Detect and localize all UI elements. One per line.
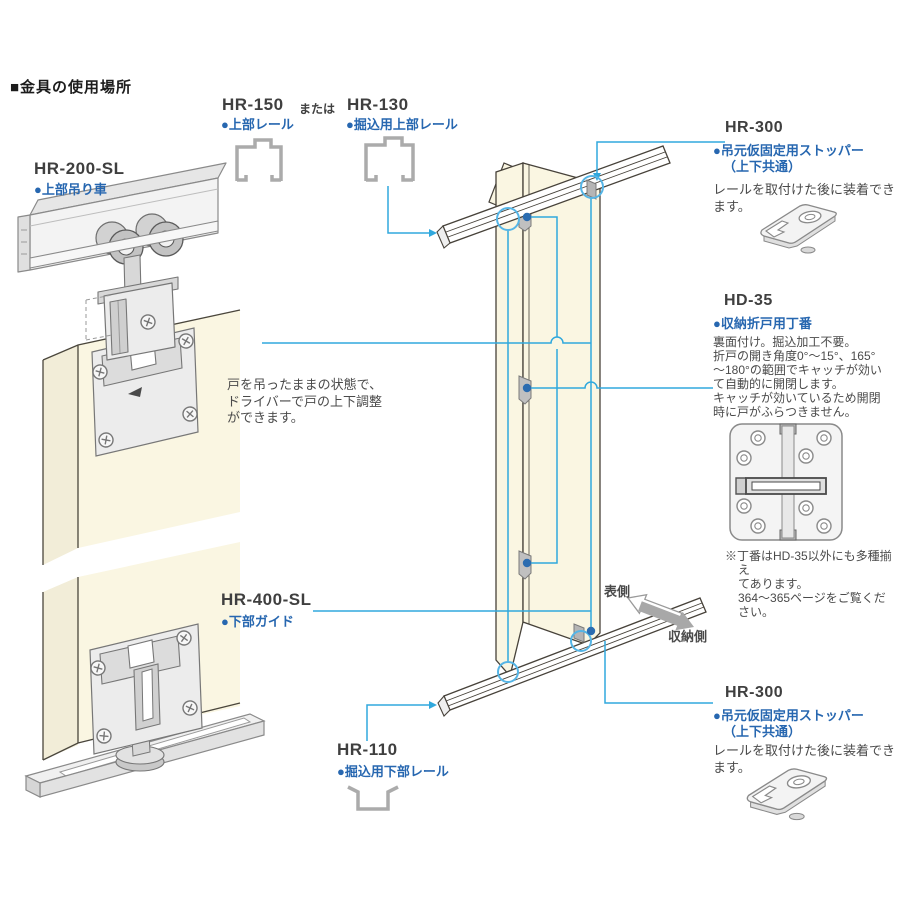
direction-arrows	[626, 593, 694, 631]
label-storage-side: 収納側	[668, 629, 708, 644]
label-hr130-name: ●掘込用上部レール	[346, 117, 458, 132]
label-hr300-top-name2: （上下共通）	[723, 159, 802, 174]
folding-door-illustration	[488, 162, 601, 678]
leader-trolley-note	[262, 336, 591, 344]
label-hr400sl-name: ●下部ガイド	[221, 614, 294, 629]
label-hr400sl-code: HR-400-SL	[221, 590, 312, 609]
upper-rail-center	[436, 145, 671, 249]
hinge-dot-icon	[522, 558, 532, 568]
note-hd35: 裏面付け。掘込加工不要。 折戸の開き角度0°～15°、165° ～180°の範囲…	[713, 335, 882, 419]
label-hr300-bottom-name: ●吊元仮固定用ストッパー	[713, 708, 864, 723]
label-hr110-code: HR-110	[337, 740, 398, 759]
bottom-stopper-circle	[570, 630, 592, 652]
hanger-mounting-plate	[90, 327, 201, 457]
trolley-position-circle	[496, 207, 520, 231]
label-hr200sl-name: ●上部吊り車	[34, 182, 107, 197]
label-hd35-name: ●収納折戸用丁番	[713, 316, 812, 331]
hd35-hinge-icon	[729, 423, 843, 541]
top-stopper-circle	[580, 175, 604, 199]
hr110-rail-profile-icon	[347, 785, 399, 811]
label-hr300-top-code: HR-300	[725, 119, 784, 136]
label-hr300-top-name: ●吊元仮固定用ストッパー	[713, 143, 864, 158]
door-front-panel	[522, 162, 601, 646]
leader-hr300-top	[596, 141, 725, 173]
hr150-rail-profile-icon	[235, 138, 283, 182]
hr130-rail-profile-icon	[364, 136, 415, 182]
hinge-dot-icon	[522, 383, 532, 393]
door-rear-panel	[495, 162, 524, 678]
leader-hr130	[387, 186, 429, 234]
leader-lines	[262, 141, 725, 741]
label-hr150-name: ●上部レール	[221, 117, 294, 132]
note-hr300-top: レールを取付けた後に装着でき ます。	[713, 182, 896, 214]
hr300-stopper-icon-bottom	[746, 768, 828, 821]
label-hr300-bottom-code: HR-300	[725, 684, 784, 701]
label-hr150-code: HR-150	[222, 95, 284, 114]
hinge-dots	[522, 212, 596, 636]
highlight-circles	[496, 175, 604, 683]
hinge-dot-icon	[522, 212, 532, 222]
footnote-hd35: ※丁番はHD-35以外にも多種揃え てあります。 364～365ページをご覧くだ…	[725, 549, 892, 619]
label-hr200sl-code: HR-200-SL	[34, 159, 125, 178]
label-or: または	[299, 102, 336, 116]
upper-trolley-illustration	[17, 162, 227, 361]
rail-end-cap	[437, 694, 451, 717]
leader-hr110	[366, 704, 429, 741]
label-front-side: 表側	[604, 584, 631, 599]
guide-dot-icon	[586, 626, 596, 636]
leader-hr300-bottom	[604, 641, 713, 704]
label-hr130-code: HR-130	[347, 95, 409, 114]
bottom-left-circle	[497, 661, 519, 683]
adjust-arrow-icon	[128, 387, 142, 397]
label-hd35-code: HD-35	[724, 292, 773, 309]
rail-end-cap	[436, 225, 451, 249]
stopper-tabs	[573, 179, 597, 643]
page-title: ■金具の使用場所	[10, 79, 133, 96]
note-adjustment: 戸を吊ったままの状態で、 ドライバーで戸の上下調整 ができます。	[227, 377, 383, 426]
leader-hinge-chain	[527, 216, 558, 564]
label-hr300-bottom-name2: （上下共通）	[723, 724, 802, 739]
note-hr300-bottom: レールを取付けた後に装着でき ます。	[713, 743, 896, 775]
storage-side-arrow-icon	[638, 601, 694, 631]
stopper-tab-icon	[586, 179, 597, 200]
lower-guide-illustration	[88, 623, 203, 772]
label-hr110-name: ●掘込用下部レール	[337, 764, 449, 779]
